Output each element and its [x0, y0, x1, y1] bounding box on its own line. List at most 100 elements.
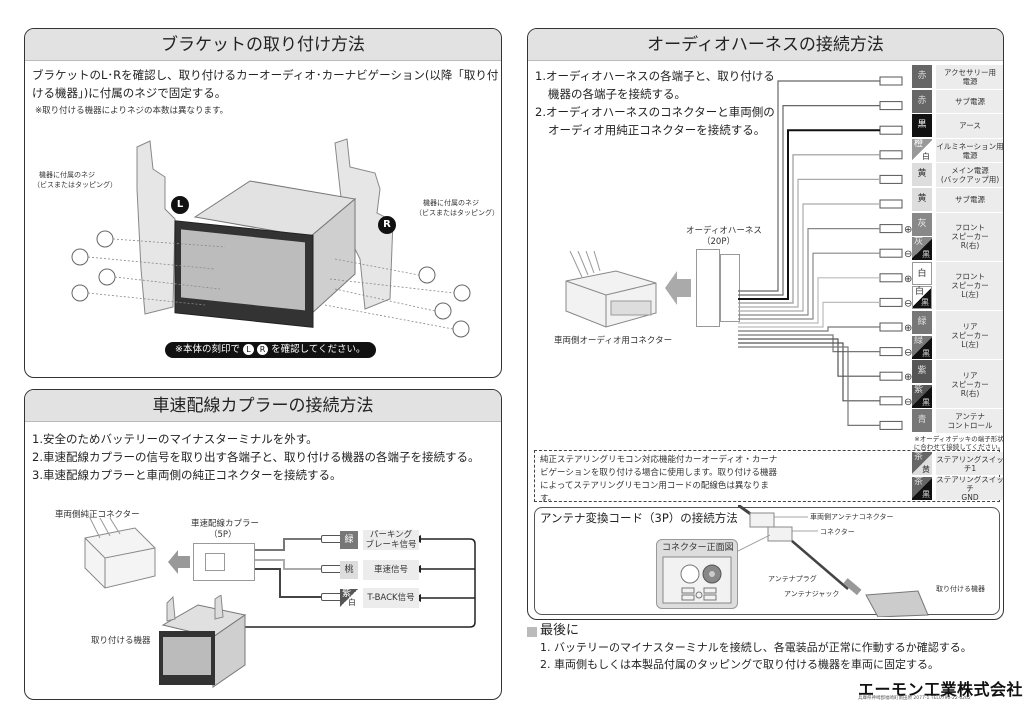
arrow-to-vehicle-icon — [168, 550, 190, 574]
wire-polarity-symbol: ⊕ — [904, 274, 912, 285]
wire-row: 紫リア スピーカー R(右) — [912, 360, 1003, 409]
device-label: 取り付ける機器 — [91, 636, 151, 646]
harness-wire — [738, 338, 880, 377]
wire-color-primary: 青 — [917, 415, 927, 426]
harness-wire — [738, 346, 880, 426]
wire-terminal — [879, 396, 903, 406]
wire-color-primary: 緑 — [914, 335, 924, 346]
wire-row: 黄サブ電源 — [912, 188, 1003, 212]
antenna-device-label: 取り付ける機器 — [936, 585, 985, 593]
bracket-instruction-line1: ブラケットのL･Rを確認し、取り付けるカーオーディオ･カーナビゲーション(以降「… — [32, 68, 499, 82]
wire-color-primary: 灰 — [914, 237, 924, 248]
harness-wire — [738, 80, 880, 292]
harness-wire — [738, 342, 880, 402]
wire-row: 灰黒 — [912, 237, 1003, 261]
harness-wire — [738, 129, 880, 300]
harness-wire — [738, 105, 880, 296]
audio-harness-panel: オーディオハーネスの接続方法 1.オーディオハーネスの各端子と、取り付ける 機器… — [527, 28, 1004, 620]
steering-wire-color-primary: 茶 — [914, 452, 924, 462]
arrow-to-vehicle-audio-icon — [665, 271, 691, 305]
screw-label-right-1: 機器に付属のネジ — [423, 199, 479, 207]
wire-function-label: リア スピーカー L(左) — [936, 311, 1003, 360]
wire-function-label: メイン電源 (バックアップ用) — [936, 163, 1003, 187]
wire-terminal — [879, 101, 903, 111]
wire-polarity-symbol: ⊖ — [904, 298, 912, 309]
wire-function-label: リア スピーカー R(右) — [936, 360, 1003, 409]
wire-function-label: イルミネーション用 電源 — [936, 138, 1003, 163]
wire-color-swatch: 紫黒 — [912, 384, 932, 408]
wire-color-primary: 黄 — [917, 169, 927, 180]
antenna-subpanel — [534, 507, 1000, 615]
wire-polarity-symbol: ⊕ — [904, 323, 912, 334]
audio-step-1a: 1.オーディオハーネスの各端子と、取り付ける — [535, 69, 775, 83]
wire-color-swatch: 赤 — [912, 65, 932, 88]
wire-color-secondary: 白 — [922, 151, 930, 161]
wire-row: 黒アース — [912, 114, 1003, 138]
wire-polarity-symbol: ⊖ — [904, 249, 912, 260]
speed-signal-color-swatch: 緑 — [340, 531, 358, 549]
wire-color-primary: 赤 — [917, 71, 927, 81]
wire-color-swatch: 白 — [912, 261, 932, 285]
wire-color-primary: 紫 — [917, 366, 927, 377]
wire-terminal — [879, 420, 903, 430]
wire-color-swatch: 青 — [912, 409, 932, 433]
wire-color-swatch: 灰黒 — [912, 237, 932, 261]
wire-row: 赤アクセサリー用 電源 — [912, 65, 1003, 89]
harness-wire — [738, 178, 880, 308]
wire-color-table: 赤アクセサリー用 電源赤サブ電源黒アース橙白イルミネーション用 電源黄メイン電源… — [912, 65, 1003, 505]
connector-front-view — [662, 556, 732, 604]
wire-color-primary: 黄 — [917, 194, 927, 204]
antenna-note: ※オーディオデッキの端子形状 に合わせて接続してください。 — [913, 435, 1004, 451]
audio-harness-plug — [720, 254, 740, 322]
audio-harness-title: オーディオハーネスの接続方法 — [528, 29, 1003, 61]
steering-wire-label: ステアリングスイッチ GND — [936, 475, 1004, 502]
audio-harness-pins: （20P） — [702, 237, 735, 247]
left-marker — [171, 196, 189, 214]
wire-row: 白フロント スピーカー L(左) — [912, 261, 1003, 310]
wire-row: 白黒 — [912, 286, 1003, 310]
wire-color-swatch: 緑黒 — [912, 335, 932, 359]
signal-wire-speed-v — [283, 559, 285, 568]
audio-step-2b: オーディオ用純正コネクターを接続する。 — [548, 123, 766, 137]
harness-wire — [738, 326, 880, 332]
wire-row: 緑黒 — [912, 335, 1003, 360]
wire-terminal — [879, 248, 903, 258]
wire-terminal — [879, 322, 903, 332]
signal-wire-speed — [255, 559, 283, 561]
wire-function-label: アクセサリー用 電源 — [936, 65, 1003, 89]
wire-terminal — [879, 273, 903, 283]
screws-right — [418, 266, 471, 338]
device-illustration — [159, 595, 247, 688]
wire-color-swatch: 黄 — [912, 163, 932, 187]
wire-color-swatch: 黒 — [912, 114, 932, 138]
wire-function-label: アンテナ コントロール — [936, 409, 1003, 433]
antenna-cable-illustration — [738, 505, 929, 617]
wire-color-swatch: 赤 — [912, 89, 932, 113]
wire-color-primary: 橙 — [914, 138, 924, 149]
speed-signal-color-swatch: 桃 — [340, 561, 358, 579]
left-marker-label: L — [176, 199, 184, 210]
vehicle-antenna-connector-label: 車両側アンテナコネクター — [810, 513, 894, 521]
wire-terminal — [879, 174, 903, 184]
wire-row: 黄メイン電源 (バックアップ用) — [912, 163, 1003, 187]
audio-harness-wires: ⊕⊖⊕⊖⊕⊖⊕⊖ — [738, 76, 912, 430]
speed-step-2: 2.車速配線カプラーの信号を取り出す各端子と、取り付ける機器の各端子を接続する。 — [32, 450, 480, 464]
wire-color-swatch: 白黒 — [912, 286, 932, 310]
wire-color-primary: 黒 — [917, 120, 927, 131]
confirm-badge: ※本体の刻印で L R を確認してください。 — [165, 342, 376, 358]
wire-terminal — [879, 125, 903, 135]
company-name: エーモン工業株式会社 — [858, 680, 1024, 699]
connector-label: コネクター — [820, 528, 855, 536]
right-marker — [378, 216, 396, 234]
wire-row: 緑 リア スピーカー L(左) — [912, 311, 1003, 360]
coupler-label: 車速配線カプラー — [191, 519, 260, 529]
final-step-1: 1. バッテリーのマイナスターミナルを接続し、各電装品が正常に作動するか確認する… — [540, 641, 972, 654]
wire-color-swatch: 黄 — [912, 188, 932, 211]
audio-harness-label: オーディオハーネス — [686, 226, 762, 236]
wire-row: 橙白イルミネーション用 電源 — [912, 138, 1003, 163]
signal-wire-parking — [255, 549, 283, 551]
speed-signal-color-secondary: 白 — [348, 598, 356, 607]
speed-coupler-panel: 車速配線カプラーの接続方法 1.安全のためバッテリーのマイナスターミナルを外す。… — [24, 389, 502, 700]
coupler-pins: （5P） — [209, 530, 237, 540]
confirm-prefix: ※本体の刻印で — [175, 344, 240, 355]
